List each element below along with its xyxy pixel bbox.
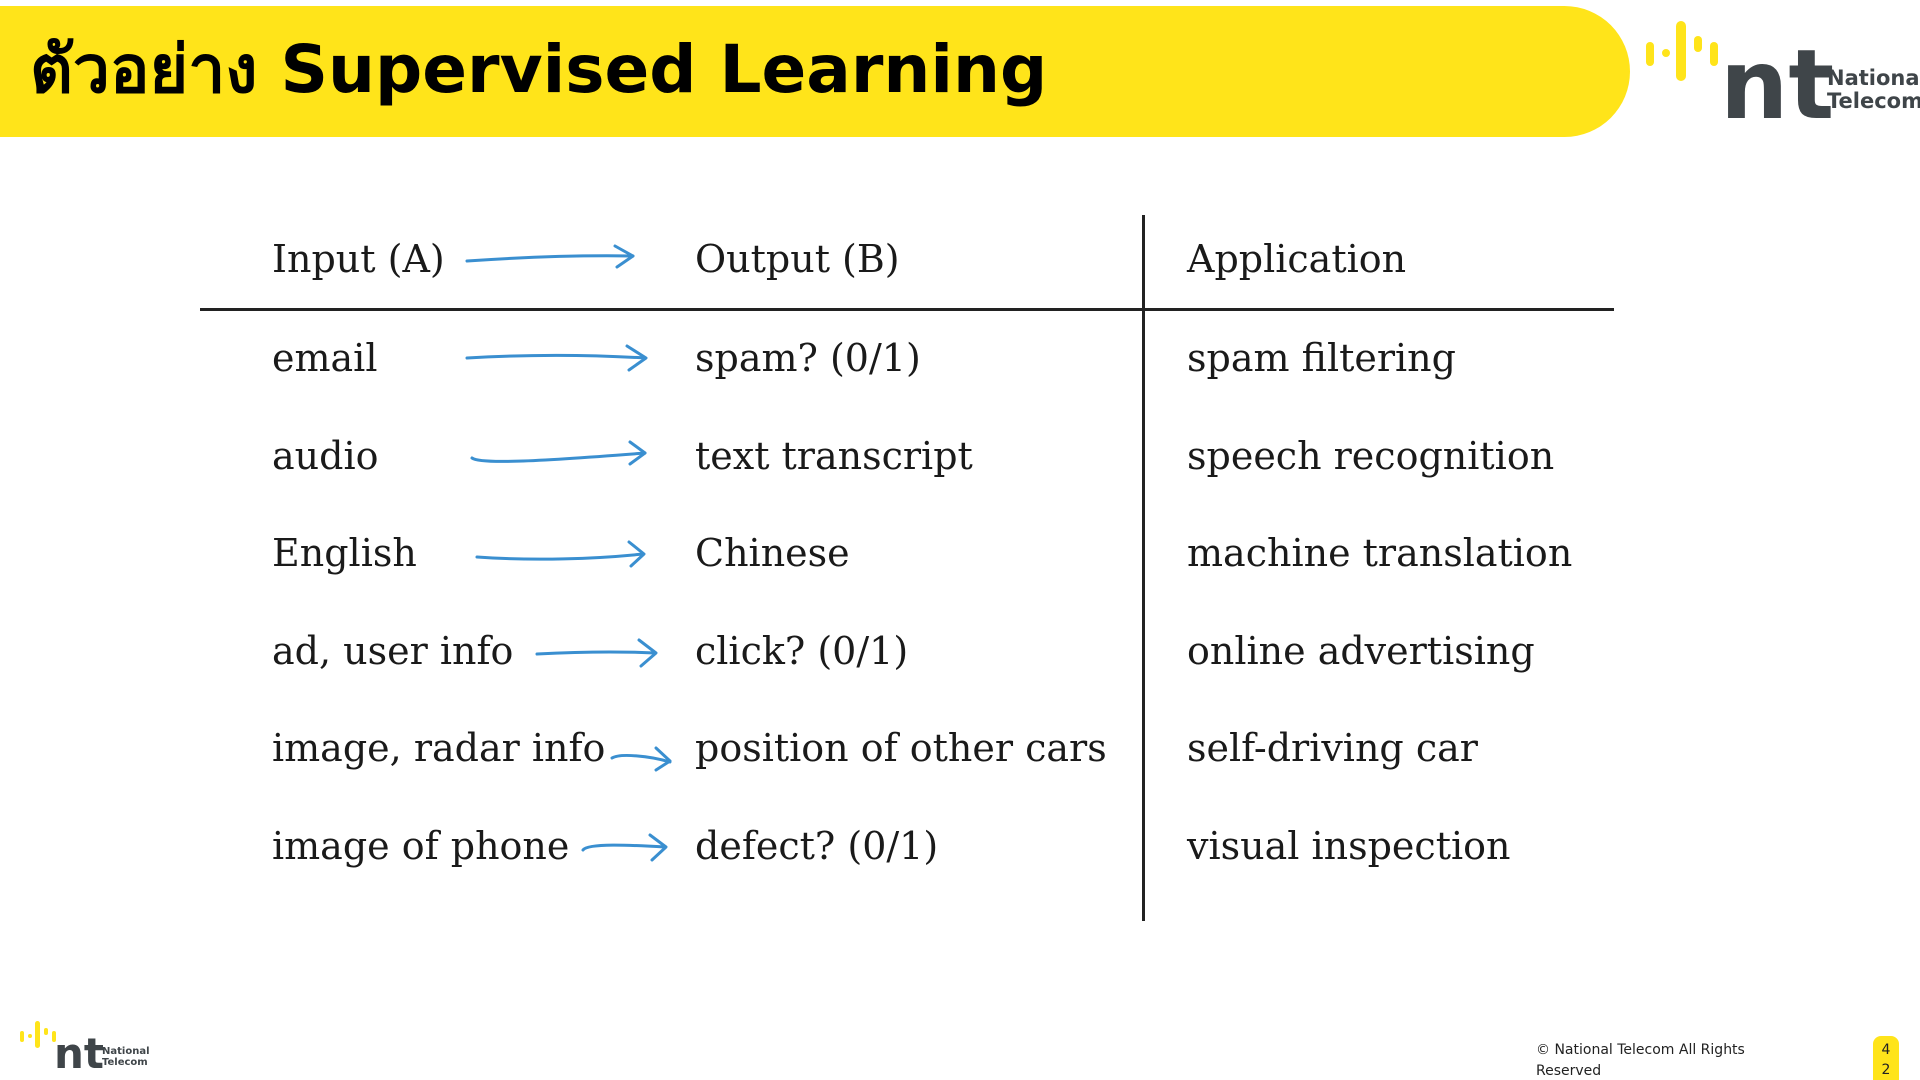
row-4-application: online advertising: [1187, 629, 1535, 673]
table-header-rule: [200, 308, 1614, 311]
row-3-output: Chinese: [695, 531, 850, 575]
footer-signal-bars-icon: [20, 1021, 56, 1048]
row-4-arrow-icon: [535, 638, 658, 668]
row-5-input: image, radar info: [272, 726, 606, 770]
header-input: Input (A): [272, 237, 445, 281]
copyright-notice: © National Telecom All Rights Reserved: [1536, 1042, 1745, 1079]
page-title: ตัวอย่าง Supervised Learning: [30, 31, 1048, 108]
row-1-input: email: [272, 336, 378, 380]
brand-mark: nt: [1720, 29, 1834, 128]
row-4-output: click? (0/1): [695, 629, 909, 673]
page-number-digit-1: 4: [1881, 1042, 1891, 1058]
row-6-application: visual inspection: [1187, 824, 1511, 868]
row-3-application: machine translation: [1187, 531, 1573, 575]
header-output: Output (B): [695, 237, 900, 281]
row-5-application: self-driving car: [1187, 726, 1478, 770]
title-banner: [0, 6, 1630, 137]
brand-name-line1: National: [1827, 66, 1920, 90]
header-arrow-icon: [465, 244, 635, 269]
row-2-arrow-icon: [470, 440, 647, 466]
footer-brand-name-line2: Telecom: [102, 1057, 148, 1068]
footer-brand-mark: nt: [54, 1029, 104, 1074]
row-2-output: text transcript: [695, 434, 973, 478]
national-telecom-logo: nt National Telecom: [1646, 21, 1920, 128]
row-5-output: position of other cars: [695, 726, 1107, 770]
supervised-learning-table: Input (A) Output (B) Application email s…: [180, 210, 1620, 930]
table-column-divider: [1142, 215, 1145, 921]
row-2-application: speech recognition: [1187, 434, 1555, 478]
footer-brand-name-line1: National: [102, 1046, 150, 1057]
row-6-arrow-icon: [581, 833, 668, 862]
row-5-arrow-icon: [610, 746, 672, 772]
row-1-output: spam? (0/1): [695, 336, 921, 380]
row-3-input: English: [272, 531, 417, 575]
footer-logo: nt National Telecom: [20, 1021, 150, 1074]
row-3-arrow-icon: [475, 540, 646, 568]
signal-bars-icon: [1646, 21, 1718, 81]
page-number-digit-2: 2: [1881, 1062, 1891, 1078]
row-4-input: ad, user info: [272, 629, 514, 673]
row-6-input: image of phone: [272, 824, 570, 868]
header-application: Application: [1187, 237, 1407, 281]
page-number-badge: 4 2: [1873, 1036, 1899, 1080]
row-6-output: defect? (0/1): [695, 824, 939, 868]
row-1-application: spam filtering: [1187, 336, 1456, 380]
brand-name-line2: Telecom: [1827, 89, 1920, 113]
row-1-arrow-icon: [465, 344, 648, 372]
row-2-input: audio: [272, 434, 379, 478]
